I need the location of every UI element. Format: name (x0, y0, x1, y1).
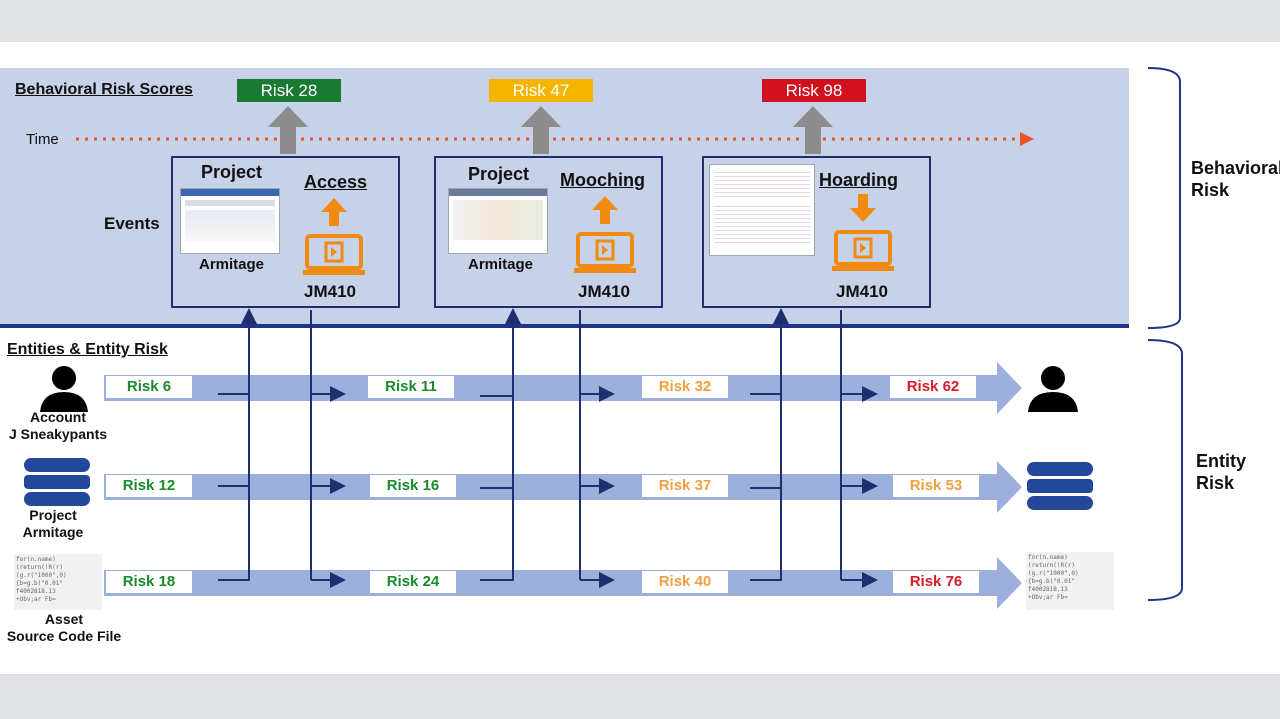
lane-arrow-asset (104, 557, 1022, 609)
entity-risk-badge: Risk 16 (370, 475, 456, 497)
time-axis-arrowhead (1020, 132, 1034, 146)
entity-risk-badge: Risk 53 (893, 475, 979, 497)
lane-label-project: Project Armitage (22, 507, 84, 540)
entity-risk-badge: Risk 40 (642, 571, 728, 593)
connector-up-1 (218, 308, 257, 581)
laptop-icon (832, 194, 894, 271)
behavioral-section-title: Behavioral Risk Scores (15, 81, 193, 98)
events-label: Events (104, 214, 160, 233)
entity-brace (1147, 339, 1183, 601)
event-action-label: Mooching (560, 170, 645, 190)
database-icon (1027, 462, 1093, 510)
file-listing-screenshot (709, 164, 815, 256)
behavioral-risk-side-label: Behavioral Risk (1191, 158, 1280, 200)
person-icon (40, 366, 88, 412)
project-screenshot (180, 188, 280, 254)
person-icon (1028, 366, 1078, 412)
entity-risk-badge: Risk 18 (106, 571, 192, 593)
code-file-icon: for(n.name) (return(!R(r) (g.r("1000",0)… (1026, 552, 1114, 610)
connector-up-2 (480, 308, 521, 581)
event-box-mooching: Project Mooching Armitage JM410 (434, 156, 663, 308)
event-action-label: Access (304, 172, 368, 192)
event-project-label: Project (468, 164, 530, 184)
risk-score-badge: Risk 28 (237, 79, 341, 102)
event-action-label: Hoarding (819, 170, 898, 190)
event-box-access: Project Access Armitage JM410 (171, 156, 400, 308)
score-arrow-1 (268, 106, 308, 154)
code-file-icon: for(n.name) (return(!R(r) (g.r("1000",0)… (14, 554, 102, 610)
event-project-label: Project (201, 162, 263, 182)
entity-risk-side-label: Entity Risk (1196, 451, 1247, 493)
event-project-name: Armitage (199, 256, 265, 273)
behavioral-brace (1147, 67, 1181, 329)
up-arrow-icon (321, 198, 347, 226)
risk-score-badge: Risk 47 (489, 79, 593, 102)
project-screenshot (448, 188, 548, 254)
entity-risk-badge: Risk 12 (106, 475, 192, 497)
laptop-icon (303, 198, 365, 275)
up-arrow-icon (592, 196, 618, 224)
entity-risk-badge: Risk 62 (890, 376, 976, 398)
diagram-canvas: Behavioral Risk Scores Time Events (0, 42, 1280, 674)
lane-label-asset: Asset Source Code File (6, 611, 122, 644)
time-label: Time (26, 131, 59, 148)
event-box-hoarding: Hoarding JM410 (702, 156, 931, 308)
laptop-icon (574, 196, 636, 273)
score-arrow-2 (521, 106, 561, 154)
entity-risk-badge: Risk 11 (368, 376, 454, 398)
database-icon (24, 458, 90, 506)
risk-score-badge: Risk 98 (762, 79, 866, 102)
score-arrow-3 (793, 106, 833, 154)
connector-layer (76, 67, 1183, 609)
event-host-label: JM410 (304, 282, 356, 301)
entity-risk-badge: Risk 76 (893, 571, 979, 593)
entity-risk-badge: Risk 24 (370, 571, 456, 593)
event-host-label: JM410 (836, 282, 888, 301)
lane-arrow-project (104, 461, 1022, 513)
entity-risk-badge: Risk 6 (106, 376, 192, 398)
event-project-name: Armitage (468, 256, 534, 273)
entities-section-title: Entities & Entity Risk (7, 341, 168, 358)
panel-divider (0, 324, 1129, 328)
entity-risk-badge: Risk 37 (642, 475, 728, 497)
event-host-label: JM410 (578, 282, 630, 301)
down-arrow-icon (850, 194, 876, 222)
connector-up-3 (750, 308, 789, 581)
entity-risk-badge: Risk 32 (642, 376, 728, 398)
lane-label-account: Account J Sneakypants (8, 409, 108, 442)
lane-arrow-account (104, 362, 1022, 414)
